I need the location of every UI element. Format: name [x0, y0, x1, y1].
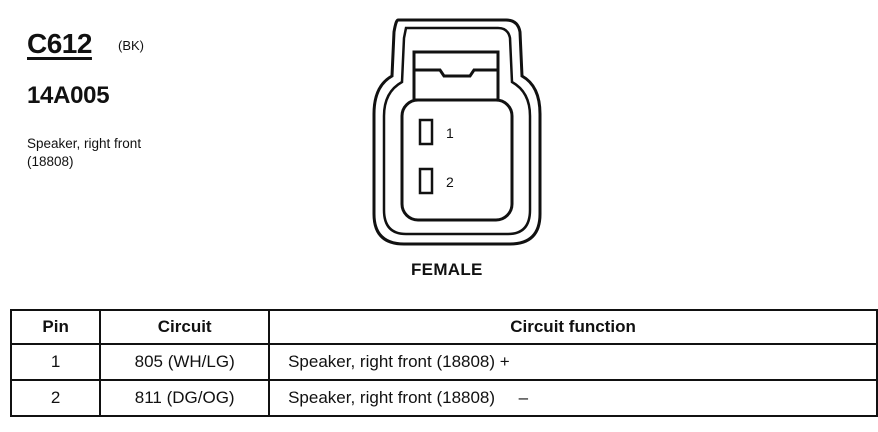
header-pin: Pin	[9, 309, 102, 345]
color-code: (BK)	[118, 38, 144, 53]
part-number: 14A005	[27, 82, 110, 109]
cell-circuit: 811 (DG/OG)	[99, 379, 271, 417]
cell-circuit: 805 (WH/LG)	[99, 343, 271, 381]
connector-face-diagram: 1 2	[372, 18, 542, 246]
cell-pin: 2	[9, 379, 102, 417]
pin-label-1: 1	[446, 125, 454, 141]
table-row: 2 811 (DG/OG) Speaker, right front (1880…	[9, 379, 878, 417]
view-label: FEMALE	[411, 260, 483, 279]
housing-outer	[372, 18, 542, 246]
header-circuit-function: Circuit function	[268, 309, 878, 345]
cell-pin: 1	[9, 343, 102, 381]
pin-label-2: 2	[446, 174, 454, 190]
connector-description: Speaker, right front (18808)	[27, 136, 142, 169]
table-header-row: Pin Circuit Circuit function	[9, 309, 878, 345]
cavity-face	[400, 98, 514, 222]
table-row: 1 805 (WH/LG) Speaker, right front (1880…	[9, 343, 878, 381]
pin-cavity-2	[418, 167, 434, 195]
pin-cavity-1	[418, 118, 434, 146]
housing-inner	[382, 26, 532, 236]
cell-function: Speaker, right front (18808) +	[268, 343, 878, 381]
pin-table: Pin Circuit Circuit function 1 805 (WH/L…	[9, 309, 878, 417]
connector-id: C612	[27, 28, 92, 59]
latch-detail	[414, 68, 498, 78]
header-circuit: Circuit	[99, 309, 271, 345]
cell-function: Speaker, right front (18808) –	[268, 379, 878, 417]
